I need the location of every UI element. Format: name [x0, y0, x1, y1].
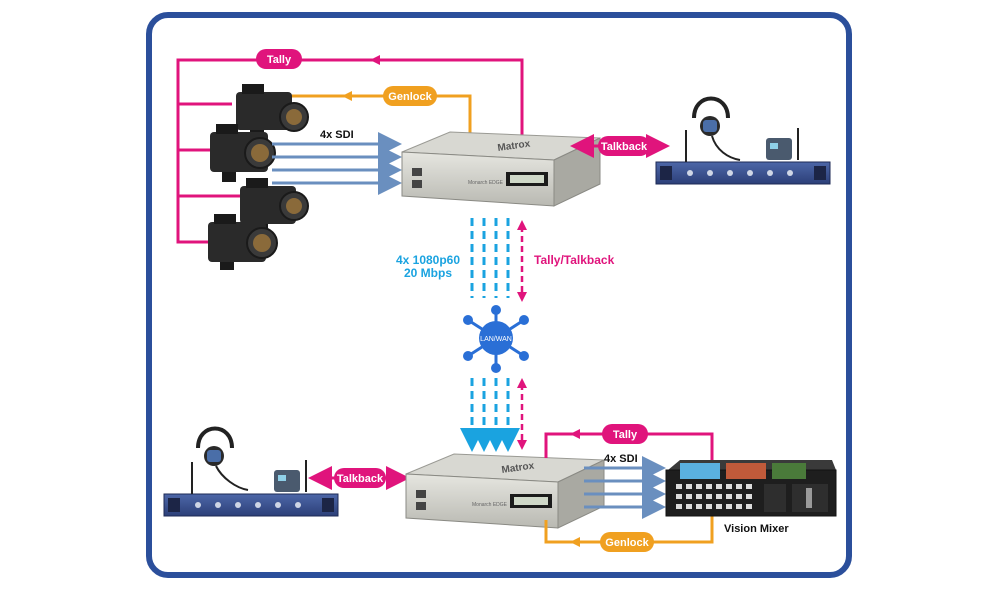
network-hub-label: LAN/WAN [480, 336, 512, 343]
decoder-model: Monarch EDGE [472, 502, 508, 508]
encoder-model: Monarch EDGE [468, 180, 504, 186]
encoder-icon: Matrox Monarch EDGE [401, 131, 601, 207]
sdi-arrows-bottom [584, 456, 666, 519]
stream-rate-line1: 4x 1080p60 [396, 253, 460, 267]
intercom-rack-icon [655, 130, 831, 185]
talkback-label-top: Talkback [598, 136, 650, 156]
camera-icon [210, 124, 276, 182]
decoder-icon: Matrox Monarch EDGE [405, 453, 605, 529]
sdi-label-top: 4x SDI [320, 129, 354, 141]
svg-text:Tally: Tally [267, 54, 292, 66]
intercom-beltpack-icon [274, 460, 307, 492]
headset-icon [692, 96, 741, 161]
camera-icon [208, 214, 278, 270]
tally-label-top: Tally [256, 49, 302, 69]
svg-text:Genlock: Genlock [388, 91, 432, 103]
camera-icon [240, 178, 309, 232]
network-hub-icon: LAN/WAN [463, 305, 529, 373]
vision-mixer-icon [665, 460, 837, 517]
genlock-label-top: Genlock [383, 86, 437, 106]
svg-text:Talkback: Talkback [601, 141, 648, 153]
svg-text:Tally: Tally [613, 429, 638, 441]
genlock-label-bottom: Genlock [600, 532, 654, 552]
tally-line-top [176, 55, 524, 244]
stream-rate-line2: 20 Mbps [404, 266, 452, 280]
camera-icon [236, 84, 309, 140]
stream-arrows-bottom [460, 378, 520, 452]
intercom-beltpack-icon [766, 128, 799, 160]
svg-text:Talkback: Talkback [337, 473, 384, 485]
talkback-label-bottom: Talkback [334, 468, 386, 488]
tally-talkback-label: Tally/Talkback [534, 253, 615, 267]
stream-arrows-top [470, 218, 510, 298]
tally-label-bottom: Tally [602, 424, 648, 444]
sdi-arrows-top [272, 132, 402, 195]
sdi-label-bottom: 4x SDI [604, 453, 638, 465]
tally-talkback-line-bottom [517, 378, 527, 450]
vision-mixer-label: Vision Mixer [724, 523, 789, 535]
genlock-line-top [238, 91, 472, 150]
tally-talkback-line-top [517, 220, 527, 302]
intercom-rack-icon [163, 462, 339, 517]
headset-icon [196, 426, 249, 491]
decoder-brand: Matrox [501, 460, 535, 476]
encoder-brand: Matrox [497, 138, 531, 154]
svg-text:Genlock: Genlock [605, 537, 649, 549]
